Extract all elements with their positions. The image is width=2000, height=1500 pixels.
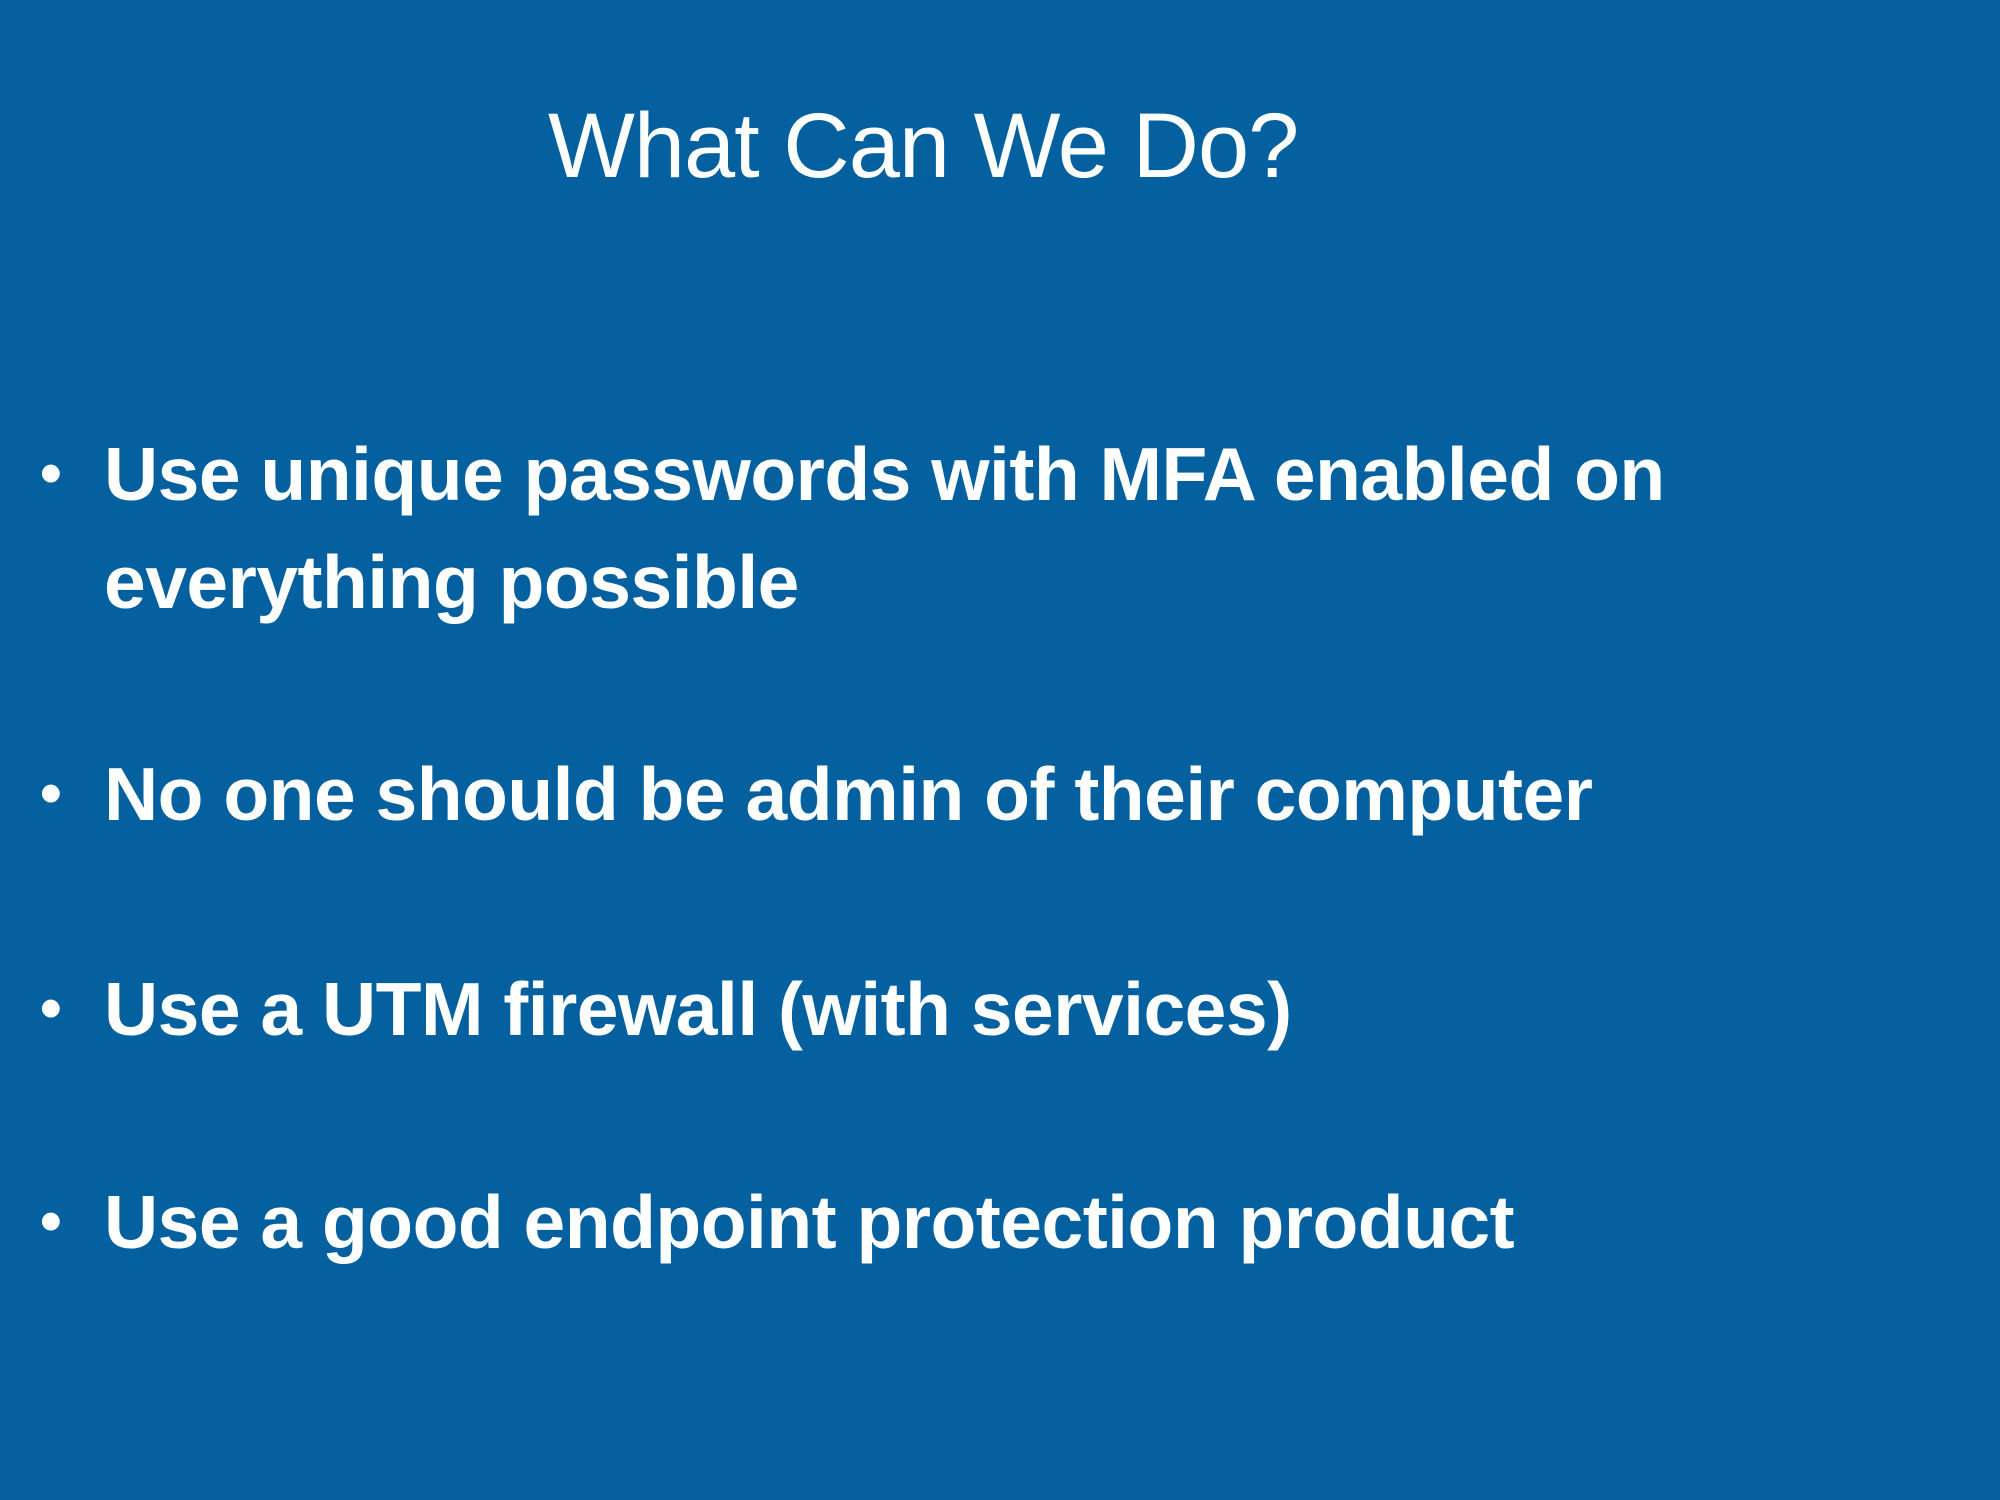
bullet-item-unique-passwords: • Use unique passwords with MFA enabled … xyxy=(40,420,1920,636)
bullet-text: Use a good endpoint protection product xyxy=(104,1180,1515,1264)
bullet-item-endpoint-protection: • Use a good endpoint protection product xyxy=(40,1168,1920,1276)
bullet-item-utm-firewall: • Use a UTM firewall (with services) xyxy=(40,955,1920,1063)
bullet-item-no-admin: • No one should be admin of their comput… xyxy=(40,740,1920,848)
bullet-text: Use unique passwords with MFA enabled on… xyxy=(104,432,1665,624)
bullet-marker: • xyxy=(40,1187,62,1256)
bullet-text: Use a UTM firewall (with services) xyxy=(104,967,1292,1051)
bullet-marker: • xyxy=(40,974,62,1043)
bullet-text: No one should be admin of their computer xyxy=(104,752,1593,836)
bullet-marker: • xyxy=(40,759,62,828)
bullet-marker: • xyxy=(40,439,62,508)
slide-title: What Can We Do? xyxy=(548,95,1299,197)
